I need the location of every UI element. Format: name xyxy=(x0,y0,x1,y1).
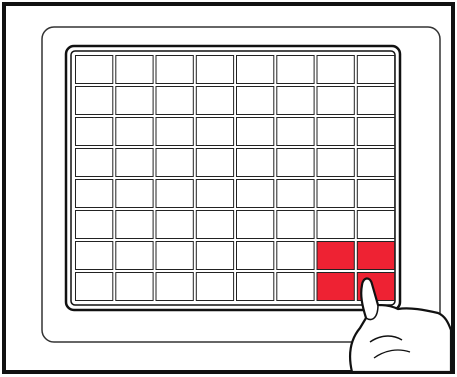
grid-cell[interactable] xyxy=(76,273,113,301)
grid-cell[interactable] xyxy=(237,242,274,270)
grid-cell[interactable] xyxy=(277,149,314,177)
grid-cell[interactable] xyxy=(76,87,113,115)
grid-cell[interactable] xyxy=(76,149,113,177)
grid-cell[interactable] xyxy=(277,273,314,301)
grid-cell[interactable] xyxy=(237,273,274,301)
grid-cell[interactable] xyxy=(76,180,113,208)
grid-cell[interactable] xyxy=(116,56,153,84)
grid-cell[interactable] xyxy=(277,56,314,84)
grid-cell[interactable] xyxy=(237,56,274,84)
grid-cell[interactable] xyxy=(116,180,153,208)
grid-cell[interactable] xyxy=(156,56,193,84)
grid-cell-highlighted[interactable] xyxy=(317,242,354,270)
grid-cell[interactable] xyxy=(156,180,193,208)
grid-cell[interactable] xyxy=(156,211,193,239)
grid-cell[interactable] xyxy=(277,118,314,146)
grid-cell[interactable] xyxy=(277,180,314,208)
grid-cell[interactable] xyxy=(116,118,153,146)
grid-cell[interactable] xyxy=(196,118,233,146)
grid-cell[interactable] xyxy=(357,87,394,115)
grid-cell[interactable] xyxy=(317,149,354,177)
grid-cell[interactable] xyxy=(277,211,314,239)
grid-cell[interactable] xyxy=(156,87,193,115)
grid-cell[interactable] xyxy=(116,149,153,177)
grid-cell-highlighted[interactable] xyxy=(357,242,394,270)
grid-cell[interactable] xyxy=(317,118,354,146)
grid-cell[interactable] xyxy=(237,87,274,115)
grid-cell[interactable] xyxy=(317,56,354,84)
grid-cell[interactable] xyxy=(357,180,394,208)
grid-cell-highlighted[interactable] xyxy=(317,273,354,301)
grid-cell[interactable] xyxy=(196,149,233,177)
grid-cell[interactable] xyxy=(196,56,233,84)
grid-cell[interactable] xyxy=(357,149,394,177)
grid-cell[interactable] xyxy=(237,118,274,146)
grid-cell[interactable] xyxy=(196,180,233,208)
grid-cell[interactable] xyxy=(237,149,274,177)
grid-cell[interactable] xyxy=(156,118,193,146)
grid-cell[interactable] xyxy=(76,242,113,270)
grid-cell[interactable] xyxy=(116,87,153,115)
grid-cell[interactable] xyxy=(196,273,233,301)
grid-cell[interactable] xyxy=(237,180,274,208)
grid-cell[interactable] xyxy=(317,87,354,115)
grid-cell[interactable] xyxy=(357,118,394,146)
grid-cell[interactable] xyxy=(116,211,153,239)
grid-cell[interactable] xyxy=(196,211,233,239)
grid-cell[interactable] xyxy=(317,180,354,208)
grid-cell[interactable] xyxy=(357,211,394,239)
grid-cell[interactable] xyxy=(116,273,153,301)
grid-cell[interactable] xyxy=(156,273,193,301)
grid-cell[interactable] xyxy=(357,56,394,84)
grid-cell[interactable] xyxy=(237,211,274,239)
grid-cell[interactable] xyxy=(196,87,233,115)
grid-cell[interactable] xyxy=(76,118,113,146)
grid-cell[interactable] xyxy=(76,56,113,84)
grid-cell[interactable] xyxy=(277,87,314,115)
grid-cell[interactable] xyxy=(116,242,153,270)
grid-cell[interactable] xyxy=(317,211,354,239)
grid-cell[interactable] xyxy=(156,242,193,270)
grid-cell[interactable] xyxy=(277,242,314,270)
grid-cell[interactable] xyxy=(76,211,113,239)
grid-cell[interactable] xyxy=(196,242,233,270)
grid-cell[interactable] xyxy=(156,149,193,177)
